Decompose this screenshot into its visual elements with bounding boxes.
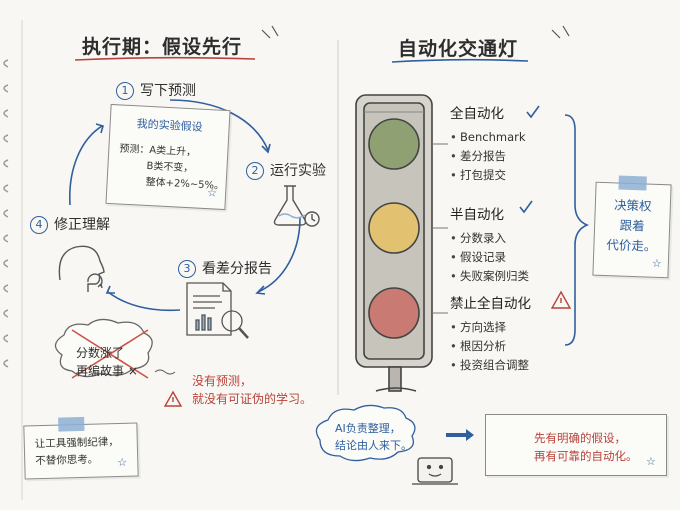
decision-brace [564,114,590,346]
laptop-icon [412,457,458,485]
discipline-line-2: 不替你思考。 [35,453,99,468]
list-item: •差分报告 [450,149,506,163]
left-title-underline [74,56,256,61]
level-items: •Benchmark •差分报告 •打包提交 [450,128,526,185]
notebook-rings [3,59,9,368]
step-label: 看差分报告 [202,261,272,277]
step-label: 运行实验 [270,163,326,179]
tape [58,416,85,432]
ai-line-2: 结论由人来下。 [335,439,412,452]
level-full: 全自动化 •Benchmark •差分报告 •打包提交 [450,102,526,185]
level-title: 半自动化 [450,207,504,223]
forbid-warning-icon [550,290,572,309]
level-title: 禁止全自动化 [450,296,531,312]
step-2: 2 运行实验 [246,160,326,180]
story-cloud [54,318,153,378]
ai-line-1: AI负责整理， [335,422,401,435]
decision-line-1: 决策权 [613,197,652,214]
level-title: 全自动化 [450,106,504,122]
list-item: •失败案例归类 [450,269,529,283]
story-line-1: 分数涨了 [76,346,125,360]
ai-cloud [315,404,416,462]
discipline-text: 让工具强制纪律， 不替你思考。 [35,434,120,470]
discipline-note: 让工具强制纪律， 不替你思考。 ☆ [23,416,139,480]
step-3: 3 看差分报告 [178,258,272,278]
hypothesis-card: 我的实验假设 预测：A类上升， B类不变， 整体+2%~5%。 ☆ [105,103,231,211]
check-icon-full [526,105,540,119]
hypothesis-line-2: B类不变， [146,160,194,175]
diff-report-icon [186,282,249,339]
step-number: 4 [30,216,48,234]
tape [618,175,647,191]
level-forbidden: 禁止全自动化 •方向选择 •根因分析 •投资组合调整 [450,292,531,375]
final-text: 先有明确的假设， 再有可靠的自动化。 [534,429,638,465]
star-icon: ☆ [651,256,662,271]
right-title: 自动化交通灯 [398,38,519,60]
level-items: •方向选择 •根因分析 •投资组合调整 [450,318,531,375]
check-icon-semi [519,200,533,214]
list-item: •方向选择 [450,320,506,334]
ai-cloud-text: AI负责整理， 结论由人来下。 [335,420,412,454]
discipline-line-1: 让工具强制纪律， [34,436,119,451]
final-line-2: 再有可靠的自动化。 [534,449,638,463]
hypothesis-title: 我的实验假设 [136,117,203,134]
decision-text: 决策权 跟着 代价走。 [604,195,660,257]
star-icon: ☆ [646,455,656,468]
decision-line-2: 跟着 [619,217,645,234]
list-item: •打包提交 [450,168,506,182]
step-number: 3 [178,260,196,278]
level-semi: 半自动化 •分数录入 •假设记录 •失败案例归类 [450,203,529,286]
head-thinking-icon [58,245,105,292]
final-note: 先有明确的假设， 再有可靠的自动化。 ☆ [485,414,667,476]
step-number: 2 [246,162,264,180]
step-number: 1 [116,82,134,100]
list-item: •投资组合调整 [450,358,529,372]
decision-note: 决策权 跟着 代价走。 ☆ [592,175,672,279]
decision-line-3: 代价走。 [606,237,657,254]
final-line-1: 先有明确的假设， [534,431,626,445]
warning-icon [163,390,183,407]
list-item: •Benchmark [450,130,526,144]
list-item: •根因分析 [450,339,506,353]
left-title: 执行期：假设先行 [82,36,243,58]
warning-line-2: 就没有可证伪的学习。 [192,392,313,406]
star-icon: ☆ [206,186,218,200]
traffic-light [355,94,433,392]
story-line-2: 再编故事 × [76,364,138,378]
star-icon: ☆ [117,455,128,470]
hypothesis-line-1: 预测：A类上升， [119,143,197,159]
step-label: 写下预测 [140,83,196,99]
step-label: 修正理解 [54,217,110,233]
warning-text: 没有预测， 就没有可证伪的学习。 [192,372,312,408]
story-cloud-text: 分数涨了 再编故事 × [76,344,138,380]
cross-mark [71,329,149,379]
list-item: •分数录入 [450,231,506,245]
level-items: •分数录入 •假设记录 •失败案例归类 [450,229,529,286]
step-1: 1 写下预测 [116,80,196,100]
flask-icon [273,185,320,227]
list-item: •假设记录 [450,250,506,264]
warning-line-1: 没有预测， [192,374,253,388]
step-4: 4 修正理解 [30,214,110,234]
right-title-underline [391,58,529,63]
